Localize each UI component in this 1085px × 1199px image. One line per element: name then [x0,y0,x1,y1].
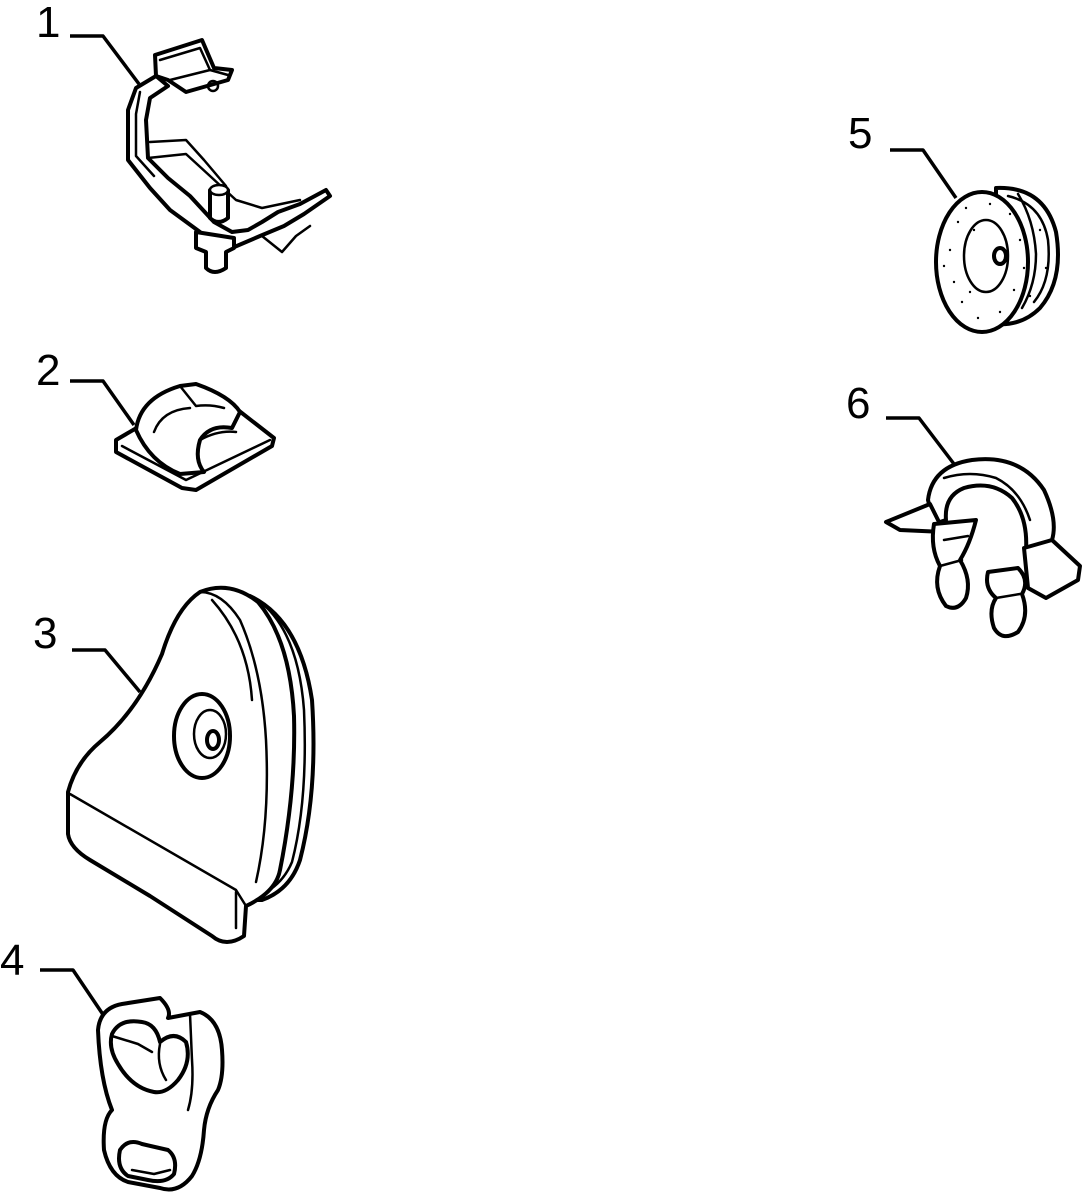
callout-4-number: 4 [0,936,24,985]
part-5: 5 [848,109,1060,334]
pipe-bracket-clip-icon [126,38,332,274]
part-4: 4 [0,936,225,1192]
part-2: 2 [36,346,276,492]
grommet-texture [942,202,1048,320]
adhesive-cable-clip-icon [114,382,276,492]
part-6: 6 [846,379,1082,639]
callout-4-leader [40,968,106,1017]
part-3: 3 [33,585,316,944]
callout-3-leader [72,648,142,694]
callout-2-number: 2 [36,346,60,395]
callout-6-number: 6 [846,379,870,428]
callout-5-leader [890,148,958,199]
round-grommet-icon [934,185,1060,334]
callout-2-leader [70,379,136,427]
callout-3-number: 3 [33,609,57,658]
double-hose-clip-icon [96,996,225,1192]
callout-1-leader [70,34,141,86]
callout-5-number: 5 [848,109,872,158]
part-1: 1 [36,0,332,274]
push-in-cable-clip-icon [884,457,1082,639]
callout-6-leader [886,416,956,466]
rubber-grommet-cover-icon [66,585,316,944]
callout-1-number: 1 [36,0,60,47]
